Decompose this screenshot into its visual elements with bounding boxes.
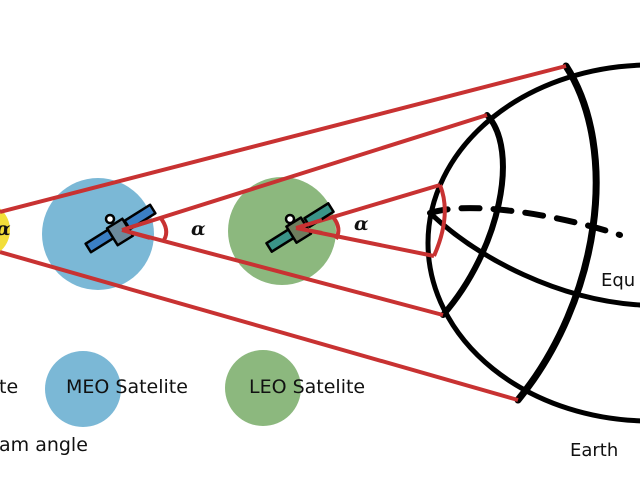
earth-globe bbox=[425, 62, 640, 424]
legend-geo-label: te bbox=[0, 376, 19, 398]
legend-leo-swatch bbox=[225, 350, 301, 426]
legend-leo-label: LEO Satelite bbox=[249, 376, 366, 398]
geo-satellite-circle bbox=[0, 208, 10, 252]
leo-beam-angle-label: α bbox=[354, 213, 369, 235]
leo-satellite-circle bbox=[228, 177, 336, 285]
legend-meo-label: MEO Satelite bbox=[66, 376, 188, 398]
legend-beam-angle-label: am angle bbox=[0, 434, 88, 456]
earth-label: Earth bbox=[570, 440, 619, 461]
geo-beam-angle-label: α bbox=[0, 218, 11, 240]
beam-lines bbox=[0, 64, 567, 402]
meo-beam-angle-label: α bbox=[191, 218, 206, 240]
beam-origins bbox=[121, 218, 323, 240]
meo-satellite-circle bbox=[42, 178, 154, 290]
meo-satellite-icon bbox=[84, 203, 157, 254]
equator-label: Equ bbox=[601, 270, 636, 291]
legend-meo-swatch bbox=[45, 351, 121, 427]
